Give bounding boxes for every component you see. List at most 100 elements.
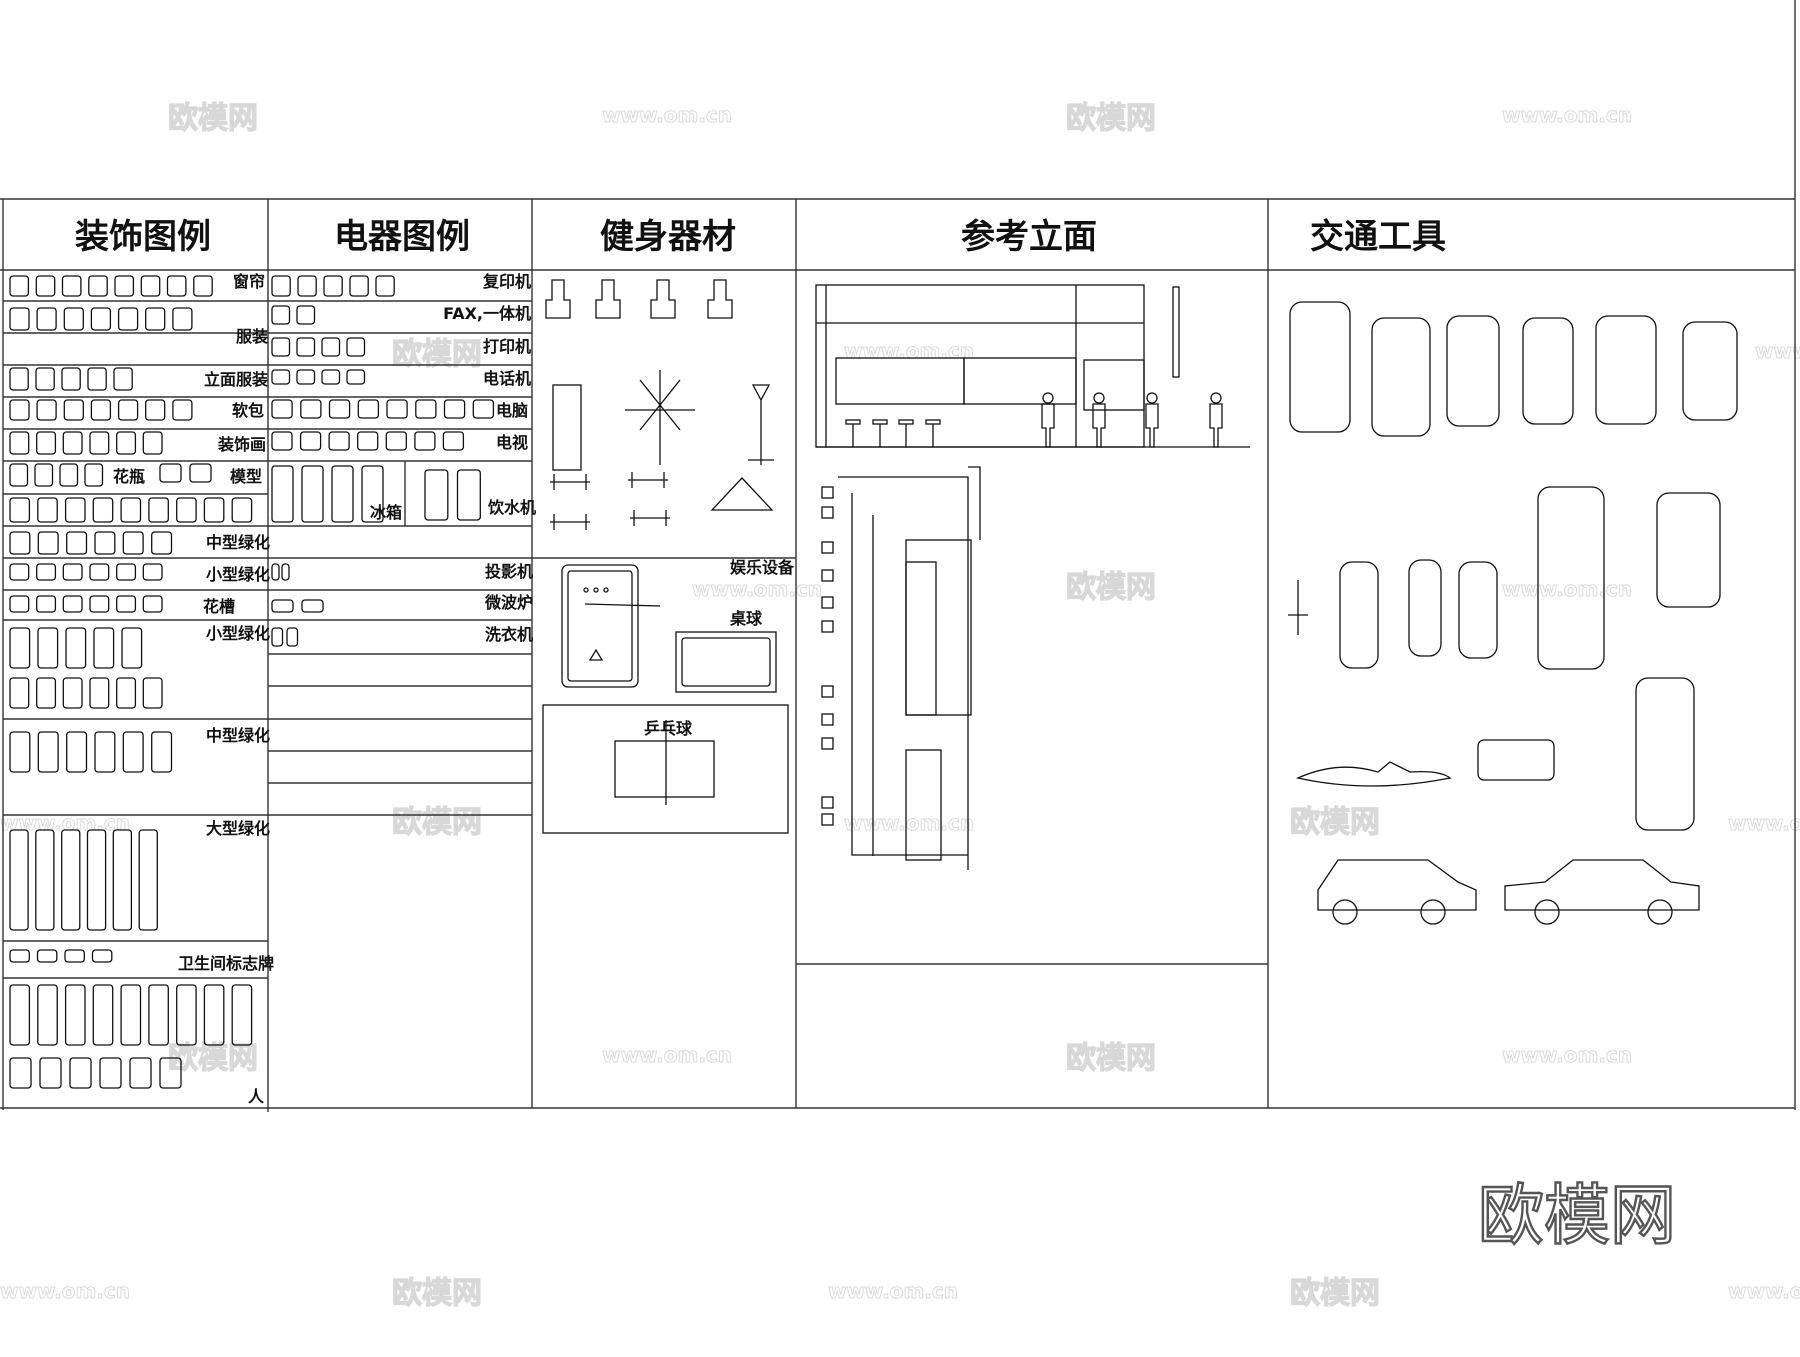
person-icon (1042, 392, 1054, 404)
car-top-view-icon (1446, 315, 1500, 427)
car-top-view-icon (1635, 677, 1695, 831)
cad-symbol-icon (9, 307, 193, 331)
cad-symbol-shape (151, 731, 173, 773)
brand-logo: 欧模网 (1478, 1177, 1676, 1254)
plan-seat-icon (821, 737, 834, 750)
car-top-view-icon (1408, 559, 1442, 657)
person-icon (1041, 403, 1055, 448)
cad-symbol-icon (271, 563, 290, 581)
cad-symbol-shape (94, 531, 116, 555)
watermark-logo-text: 欧模网 (392, 337, 482, 372)
label-washer: 洗衣机 (485, 625, 533, 644)
cad-symbol-shape (116, 431, 137, 455)
label-copier: 复印机 (482, 272, 531, 291)
plan-seat-squares (821, 486, 834, 826)
label-curtain: 窗帘 (233, 272, 265, 291)
gym-machine-icon (545, 279, 571, 319)
cad-symbol-shape (89, 595, 110, 613)
cad-symbol-icon (271, 627, 299, 647)
label-model: 模型 (230, 467, 262, 486)
vehicle-icons (1288, 301, 1738, 925)
cad-symbol-shape (172, 399, 193, 421)
cad-symbol-shape (301, 599, 324, 613)
cad-symbol-shape (346, 369, 366, 385)
barbell-icon (550, 474, 590, 490)
sedan-side-icon (1504, 859, 1700, 911)
label-restroom-sign: 卫生间标志牌 (178, 954, 274, 973)
cad-symbol-shape (9, 497, 31, 523)
cad-symbol-shape (271, 369, 291, 385)
cad-symbol-shape (142, 431, 163, 455)
wagon-side-icon (1317, 859, 1477, 911)
cad-symbol-shape (328, 399, 351, 419)
plan-seat-icon (821, 620, 834, 633)
decor-icons (9, 275, 495, 1089)
cad-symbol-shape (89, 677, 110, 709)
watermark-url-text: www.om.cn (692, 577, 822, 601)
ping-pong-table-icon (542, 704, 789, 834)
cad-symbol-shape (142, 677, 163, 709)
barbell-icon (630, 510, 670, 526)
car-top-view-icon (1682, 321, 1738, 421)
cad-symbol-shape (442, 431, 465, 451)
cad-symbol-shape (140, 275, 161, 297)
cad-symbol-shape (271, 563, 280, 581)
plan-seat-icon (821, 569, 834, 582)
label-printer: 打印机 (483, 337, 531, 356)
cad-symbol-shape (138, 829, 158, 931)
cad-symbol-shape (296, 369, 316, 385)
cad-symbol-shape (385, 431, 407, 451)
cad-symbol-shape (456, 469, 481, 521)
watermark-url-text: www.om.cn (844, 811, 974, 835)
car-front-icon (1477, 739, 1555, 781)
person-icon (1093, 392, 1105, 404)
cad-symbol-shape (99, 1057, 122, 1089)
car-top-view-icon (1522, 317, 1574, 425)
cad-symbol-icon (271, 465, 384, 523)
person-icon (1146, 392, 1158, 404)
cad-symbol-icon (9, 431, 163, 455)
electric-labels: 复印机 FAX,一体机 打印机 电话机 电脑 电视 冰箱 饮水机 投影机 微波炉… (370, 272, 536, 644)
cad-symbol-shape (34, 463, 54, 487)
cad-symbol-shape (9, 595, 30, 613)
cad-symbol-icon (271, 305, 316, 325)
cad-symbol-shape (117, 399, 139, 421)
cad-symbol-shape (271, 399, 293, 419)
plan-seat-icon (821, 796, 834, 809)
cad-symbol-shape (321, 337, 341, 357)
label-painting: 装饰画 (217, 435, 266, 454)
cad-symbol-shape (62, 563, 83, 581)
cad-symbol-shape (142, 563, 163, 581)
fitness-equipment-icons (545, 279, 774, 530)
cad-symbol-shape (145, 399, 166, 421)
cad-symbol-shape (9, 829, 29, 931)
header-decor: 装饰图例 (75, 217, 211, 257)
header-fitness: 健身器材 (600, 217, 736, 257)
label-microwave: 微波炉 (484, 593, 533, 612)
cad-symbol-shape (112, 829, 133, 931)
cad-symbol-shape (9, 627, 31, 669)
label-small-greenery-2: 小型绿化 (206, 624, 270, 643)
multi-station-icon (625, 370, 695, 465)
cad-symbol-shape (61, 275, 82, 297)
cad-symbol-shape (116, 595, 137, 613)
cad-symbol-shape (66, 731, 88, 773)
cad-symbol-shape (9, 463, 29, 487)
label-billiards: 桌球 (730, 609, 763, 628)
cad-symbol-shape (9, 984, 31, 1046)
cad-symbol-shape (59, 463, 79, 487)
cad-symbol-shape (62, 677, 83, 709)
cad-symbol-shape (189, 463, 212, 483)
cad-symbol-shape (35, 275, 56, 297)
plan-seat-icon (821, 813, 834, 826)
cad-symbol-shape (64, 497, 86, 523)
watermark-url-text: www.om.cn (1502, 1043, 1632, 1067)
cad-symbol-shape (299, 431, 322, 451)
cad-symbol-shape (66, 531, 88, 555)
label-projector: 投影机 (485, 562, 533, 581)
cad-symbol-shape (88, 275, 108, 297)
watermark-logo-text: 欧模网 (392, 1276, 482, 1311)
cad-symbol-shape (37, 497, 58, 523)
label-planter: 花槽 (203, 597, 235, 616)
cad-symbol-shape (424, 469, 449, 521)
